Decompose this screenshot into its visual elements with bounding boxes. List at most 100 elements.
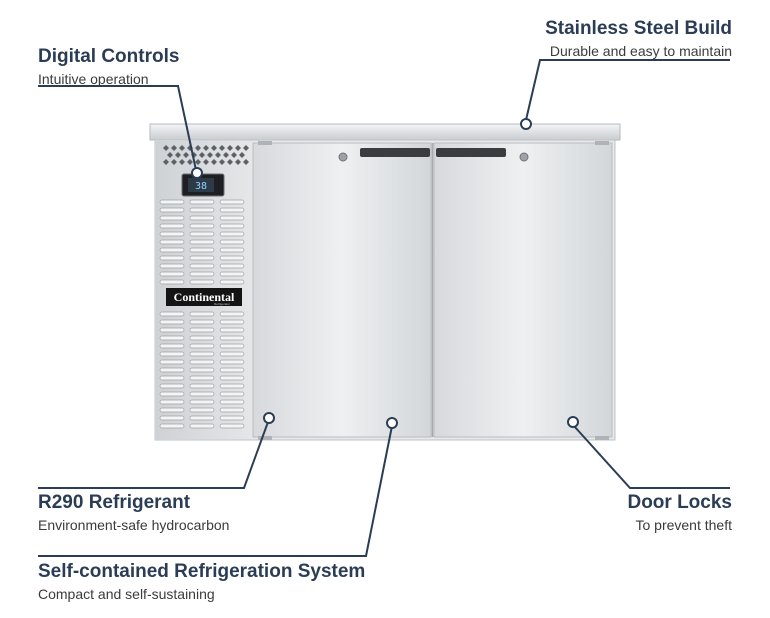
- vent-louver: [159, 263, 185, 269]
- vent-louver: [159, 351, 185, 357]
- vent-louver: [189, 327, 215, 333]
- vent-louver: [189, 319, 215, 325]
- callout-title: Door Locks: [627, 492, 732, 513]
- vent-louver: [219, 255, 245, 261]
- vent-diamond: [195, 145, 201, 151]
- vent-louver: [219, 271, 245, 277]
- vent-louver: [159, 359, 185, 365]
- vent-diamond: [243, 145, 249, 151]
- vent-diamonds: [163, 145, 249, 165]
- vent-louver: [159, 239, 185, 245]
- vent-diamond: [163, 159, 169, 165]
- callout-subtitle: Intuitive operation: [38, 71, 149, 87]
- vent-louver: [189, 407, 215, 413]
- vent-louver: [219, 367, 245, 373]
- vent-diamond: [235, 159, 241, 165]
- vent-louver: [159, 207, 185, 213]
- callout-stainless: Stainless Steel Build Durable and easy t…: [545, 18, 732, 60]
- vent-louver: [219, 399, 245, 405]
- hinge-top-left: [258, 141, 272, 145]
- vent-diamond: [243, 159, 249, 165]
- vent-louver: [159, 383, 185, 389]
- display-temp: 38: [195, 181, 207, 192]
- vent-louver: [159, 271, 185, 277]
- vent-louver: [189, 351, 215, 357]
- vent-louver: [219, 375, 245, 381]
- vent-louver: [219, 279, 245, 285]
- vent-diamond: [187, 159, 193, 165]
- vent-louvers: [159, 199, 245, 429]
- vent-louver: [219, 247, 245, 253]
- vent-louver: [159, 391, 185, 397]
- callout-locks: Door Locks To prevent theft: [627, 492, 732, 534]
- vent-louver: [219, 359, 245, 365]
- callout-title: Digital Controls: [38, 46, 180, 67]
- vent-louver: [159, 399, 185, 405]
- vent-louver: [189, 415, 215, 421]
- vent-louver: [219, 327, 245, 333]
- vent-louver: [219, 391, 245, 397]
- vent-louver: [219, 199, 245, 205]
- vent-louver: [189, 423, 215, 429]
- digital-dot: [191, 167, 203, 179]
- callout-subtitle: To prevent theft: [635, 517, 732, 533]
- vent-louver: [219, 343, 245, 349]
- vent-diamond: [167, 152, 173, 158]
- vent-diamond: [219, 145, 225, 151]
- callout-title: Self-contained Refrigeration System: [38, 561, 366, 582]
- vent-louver: [189, 343, 215, 349]
- vent-louver: [159, 247, 185, 253]
- vent-louver: [189, 335, 215, 341]
- vent-diamond: [207, 152, 213, 158]
- vent-louver: [189, 367, 215, 373]
- vent-louver: [159, 255, 185, 261]
- vent-louver: [159, 319, 185, 325]
- refrigerant-leader: [38, 421, 269, 489]
- vent-louver: [189, 231, 215, 237]
- vent-diamond: [239, 152, 245, 158]
- vent-louver: [219, 335, 245, 341]
- vent-louver: [189, 207, 215, 213]
- system-dot: [386, 417, 398, 429]
- vent-louver: [189, 383, 215, 389]
- vent-louver: [189, 311, 215, 317]
- vent-diamond: [223, 152, 229, 158]
- vent-louver: [189, 247, 215, 253]
- vent-louver: [189, 271, 215, 277]
- vent-louver: [189, 199, 215, 205]
- vent-diamond: [179, 145, 185, 151]
- right-lock: [519, 152, 529, 162]
- hinge-bottom-right: [595, 436, 609, 440]
- vent-louver: [159, 343, 185, 349]
- vent-louver: [189, 375, 215, 381]
- vent-diamond: [211, 145, 217, 151]
- callout-system: Self-contained Refrigeration System Comp…: [38, 561, 365, 603]
- vent-diamond: [163, 145, 169, 151]
- vent-diamond: [171, 145, 177, 151]
- left-lock: [338, 152, 348, 162]
- vent-diamond: [227, 145, 233, 151]
- vent-louver: [189, 263, 215, 269]
- vent-diamond: [203, 145, 209, 151]
- vent-diamond: [199, 152, 205, 158]
- vent-diamond: [195, 159, 201, 165]
- vent-louver: [219, 407, 245, 413]
- vent-louver: [219, 351, 245, 357]
- vent-louver: [159, 327, 185, 333]
- vent-louver: [189, 279, 215, 285]
- left-door: [252, 142, 432, 438]
- vent-diamond: [215, 152, 221, 158]
- stainless-dot: [520, 118, 532, 130]
- callout-title: Stainless Steel Build: [545, 18, 732, 39]
- vent-louver: [159, 231, 185, 237]
- vent-louver: [219, 223, 245, 229]
- callout-refrigerant: R290 Refrigerant Environment-safe hydroc…: [38, 492, 229, 534]
- vent-louver: [159, 311, 185, 317]
- vent-diamond: [183, 152, 189, 158]
- vent-louver: [219, 231, 245, 237]
- vent-louver: [159, 199, 185, 205]
- vent-louver: [159, 415, 185, 421]
- vent-louver: [189, 255, 215, 261]
- system-leader: [38, 425, 393, 557]
- vent-diamond: [175, 152, 181, 158]
